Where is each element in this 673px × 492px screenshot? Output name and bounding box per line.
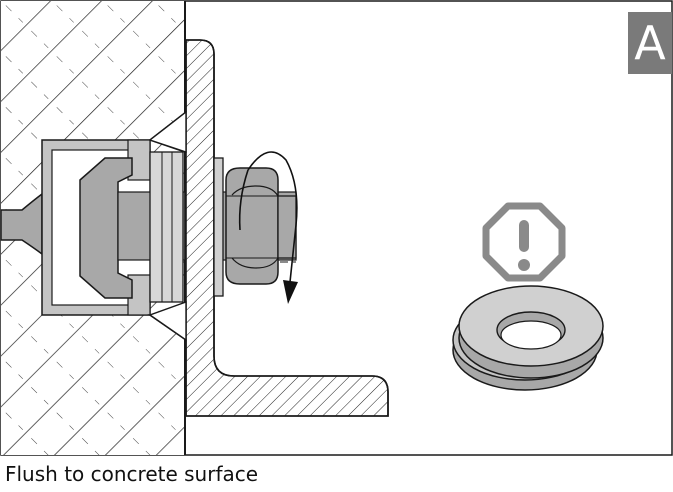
t-bolt-head xyxy=(79,157,133,299)
section-badge: A xyxy=(628,12,672,74)
rotation-arrow-icon xyxy=(238,151,298,304)
hex-nut xyxy=(225,167,297,285)
washer xyxy=(213,157,224,297)
washers-icon xyxy=(452,285,604,391)
caption: Flush to concrete surface xyxy=(5,462,259,486)
steel-angle-bracket xyxy=(147,39,389,417)
exclamation-octagon-icon xyxy=(482,202,566,282)
shim-plates xyxy=(149,151,184,303)
